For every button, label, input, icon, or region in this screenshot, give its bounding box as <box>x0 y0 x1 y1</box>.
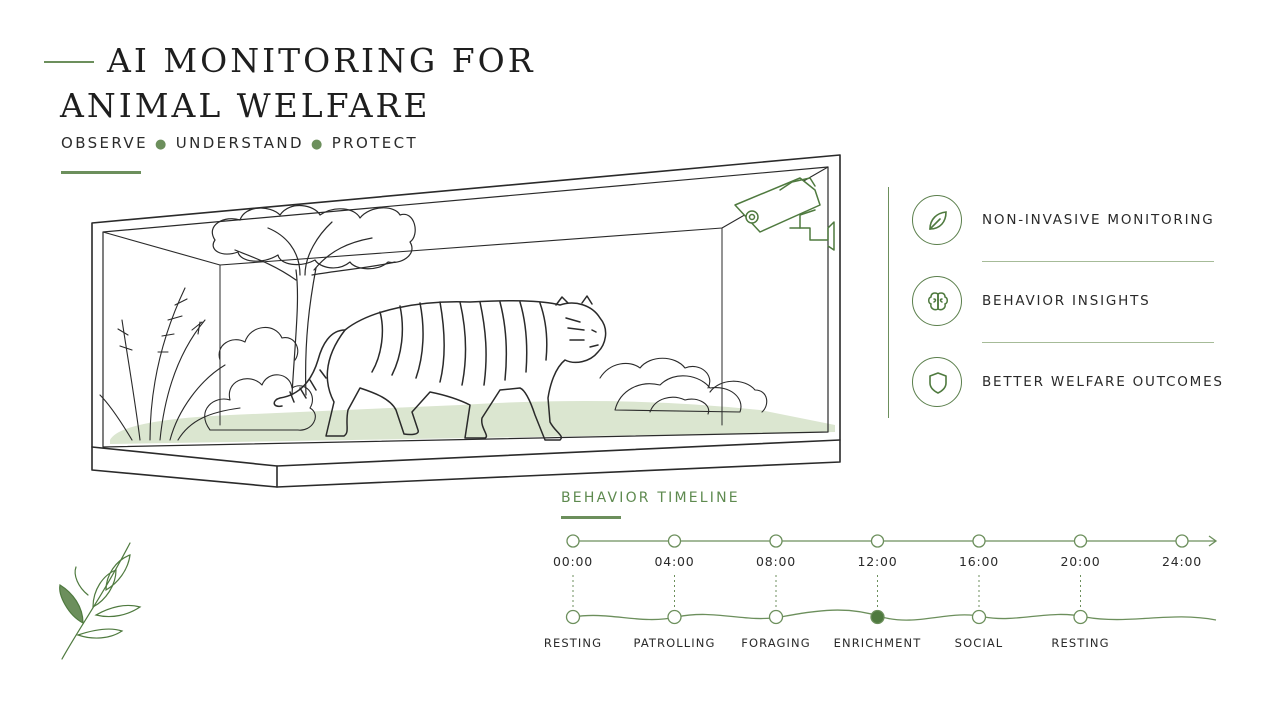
time-label: 20:00 <box>1060 554 1100 569</box>
activity-marker <box>768 609 784 625</box>
activity-marker <box>971 609 987 625</box>
activity-label: RESTING <box>544 636 602 650</box>
activity-marker <box>667 609 682 625</box>
enclosure-illustration <box>91 154 841 488</box>
title-line-2: ANIMAL WELFARE <box>60 86 431 125</box>
feature-welfare-outcomes: BETTER WELFARE OUTCOMES <box>912 357 1232 409</box>
rocks <box>599 357 768 415</box>
feature-separator <box>982 261 1214 262</box>
time-label: 16:00 <box>959 554 999 569</box>
activity-label: SOCIAL <box>955 636 1004 650</box>
activity-label: ENRICHMENT <box>834 636 922 650</box>
camera <box>734 177 835 251</box>
activity-label: PATROLLING <box>634 636 716 650</box>
time-label: 00:00 <box>553 554 593 569</box>
tagline-word-observe: OBSERVE <box>61 134 148 152</box>
timeline-arrow-icon <box>1208 535 1218 547</box>
activity-marker <box>565 609 581 625</box>
time-label: 24:00 <box>1162 554 1202 569</box>
time-label: 08:00 <box>756 554 796 569</box>
tagline-word-understand: UNDERSTAND <box>175 134 304 152</box>
brain-icon <box>912 276 962 326</box>
tagline-bullet: ● <box>310 137 325 152</box>
feature-label: BETTER WELFARE OUTCOMES <box>982 374 1224 390</box>
time-marker <box>1175 534 1189 548</box>
reeds <box>99 287 241 441</box>
tiger <box>273 295 607 441</box>
activity-marker-active <box>870 609 885 625</box>
behavior-timeline: 00:00 04:00 08:00 12:00 16:00 20:00 24:00RESTI… <box>544 534 1218 650</box>
time-marker <box>667 534 682 548</box>
time-marker <box>870 534 885 548</box>
title-accent-line <box>44 61 94 63</box>
feature-separator <box>982 342 1214 343</box>
leaf-icon <box>912 195 962 245</box>
feature-behavior-insights: BEHAVIOR INSIGHTS <box>912 276 1232 328</box>
tagline: OBSERVE ● UNDERSTAND ● PROTECT <box>61 134 418 152</box>
feature-non-invasive: NON-INVASIVE MONITORING <box>912 195 1232 247</box>
tree <box>211 205 416 396</box>
enclosure-ground <box>110 401 835 444</box>
feature-label: BEHAVIOR INSIGHTS <box>982 293 1151 309</box>
activity-marker <box>1073 609 1088 625</box>
title-line-1: AI MONITORING FOR <box>107 41 536 80</box>
shield-icon <box>912 357 962 407</box>
tagline-accent-line <box>61 171 141 174</box>
time-marker <box>972 534 986 548</box>
page-title: AI MONITORING FOR ANIMAL WELFARE <box>60 38 620 128</box>
feature-divider <box>888 187 889 418</box>
feature-label: NON-INVASIVE MONITORING <box>982 212 1215 228</box>
bushes-left <box>204 327 316 431</box>
activity-label: FORAGING <box>741 636 810 650</box>
leaf-sprig-icon <box>59 542 142 660</box>
timeline-title: BEHAVIOR TIMELINE <box>561 490 740 506</box>
activity-label: RESTING <box>1051 636 1109 650</box>
time-marker <box>769 534 783 548</box>
time-label: 12:00 <box>857 554 897 569</box>
time-marker <box>566 534 580 548</box>
tagline-bullet: ● <box>154 137 169 152</box>
timeline-title-accent <box>561 516 621 519</box>
time-marker <box>1073 534 1088 548</box>
tagline-word-protect: PROTECT <box>331 134 419 152</box>
enclosure-frame <box>91 154 841 488</box>
time-label: 04:00 <box>654 554 694 569</box>
